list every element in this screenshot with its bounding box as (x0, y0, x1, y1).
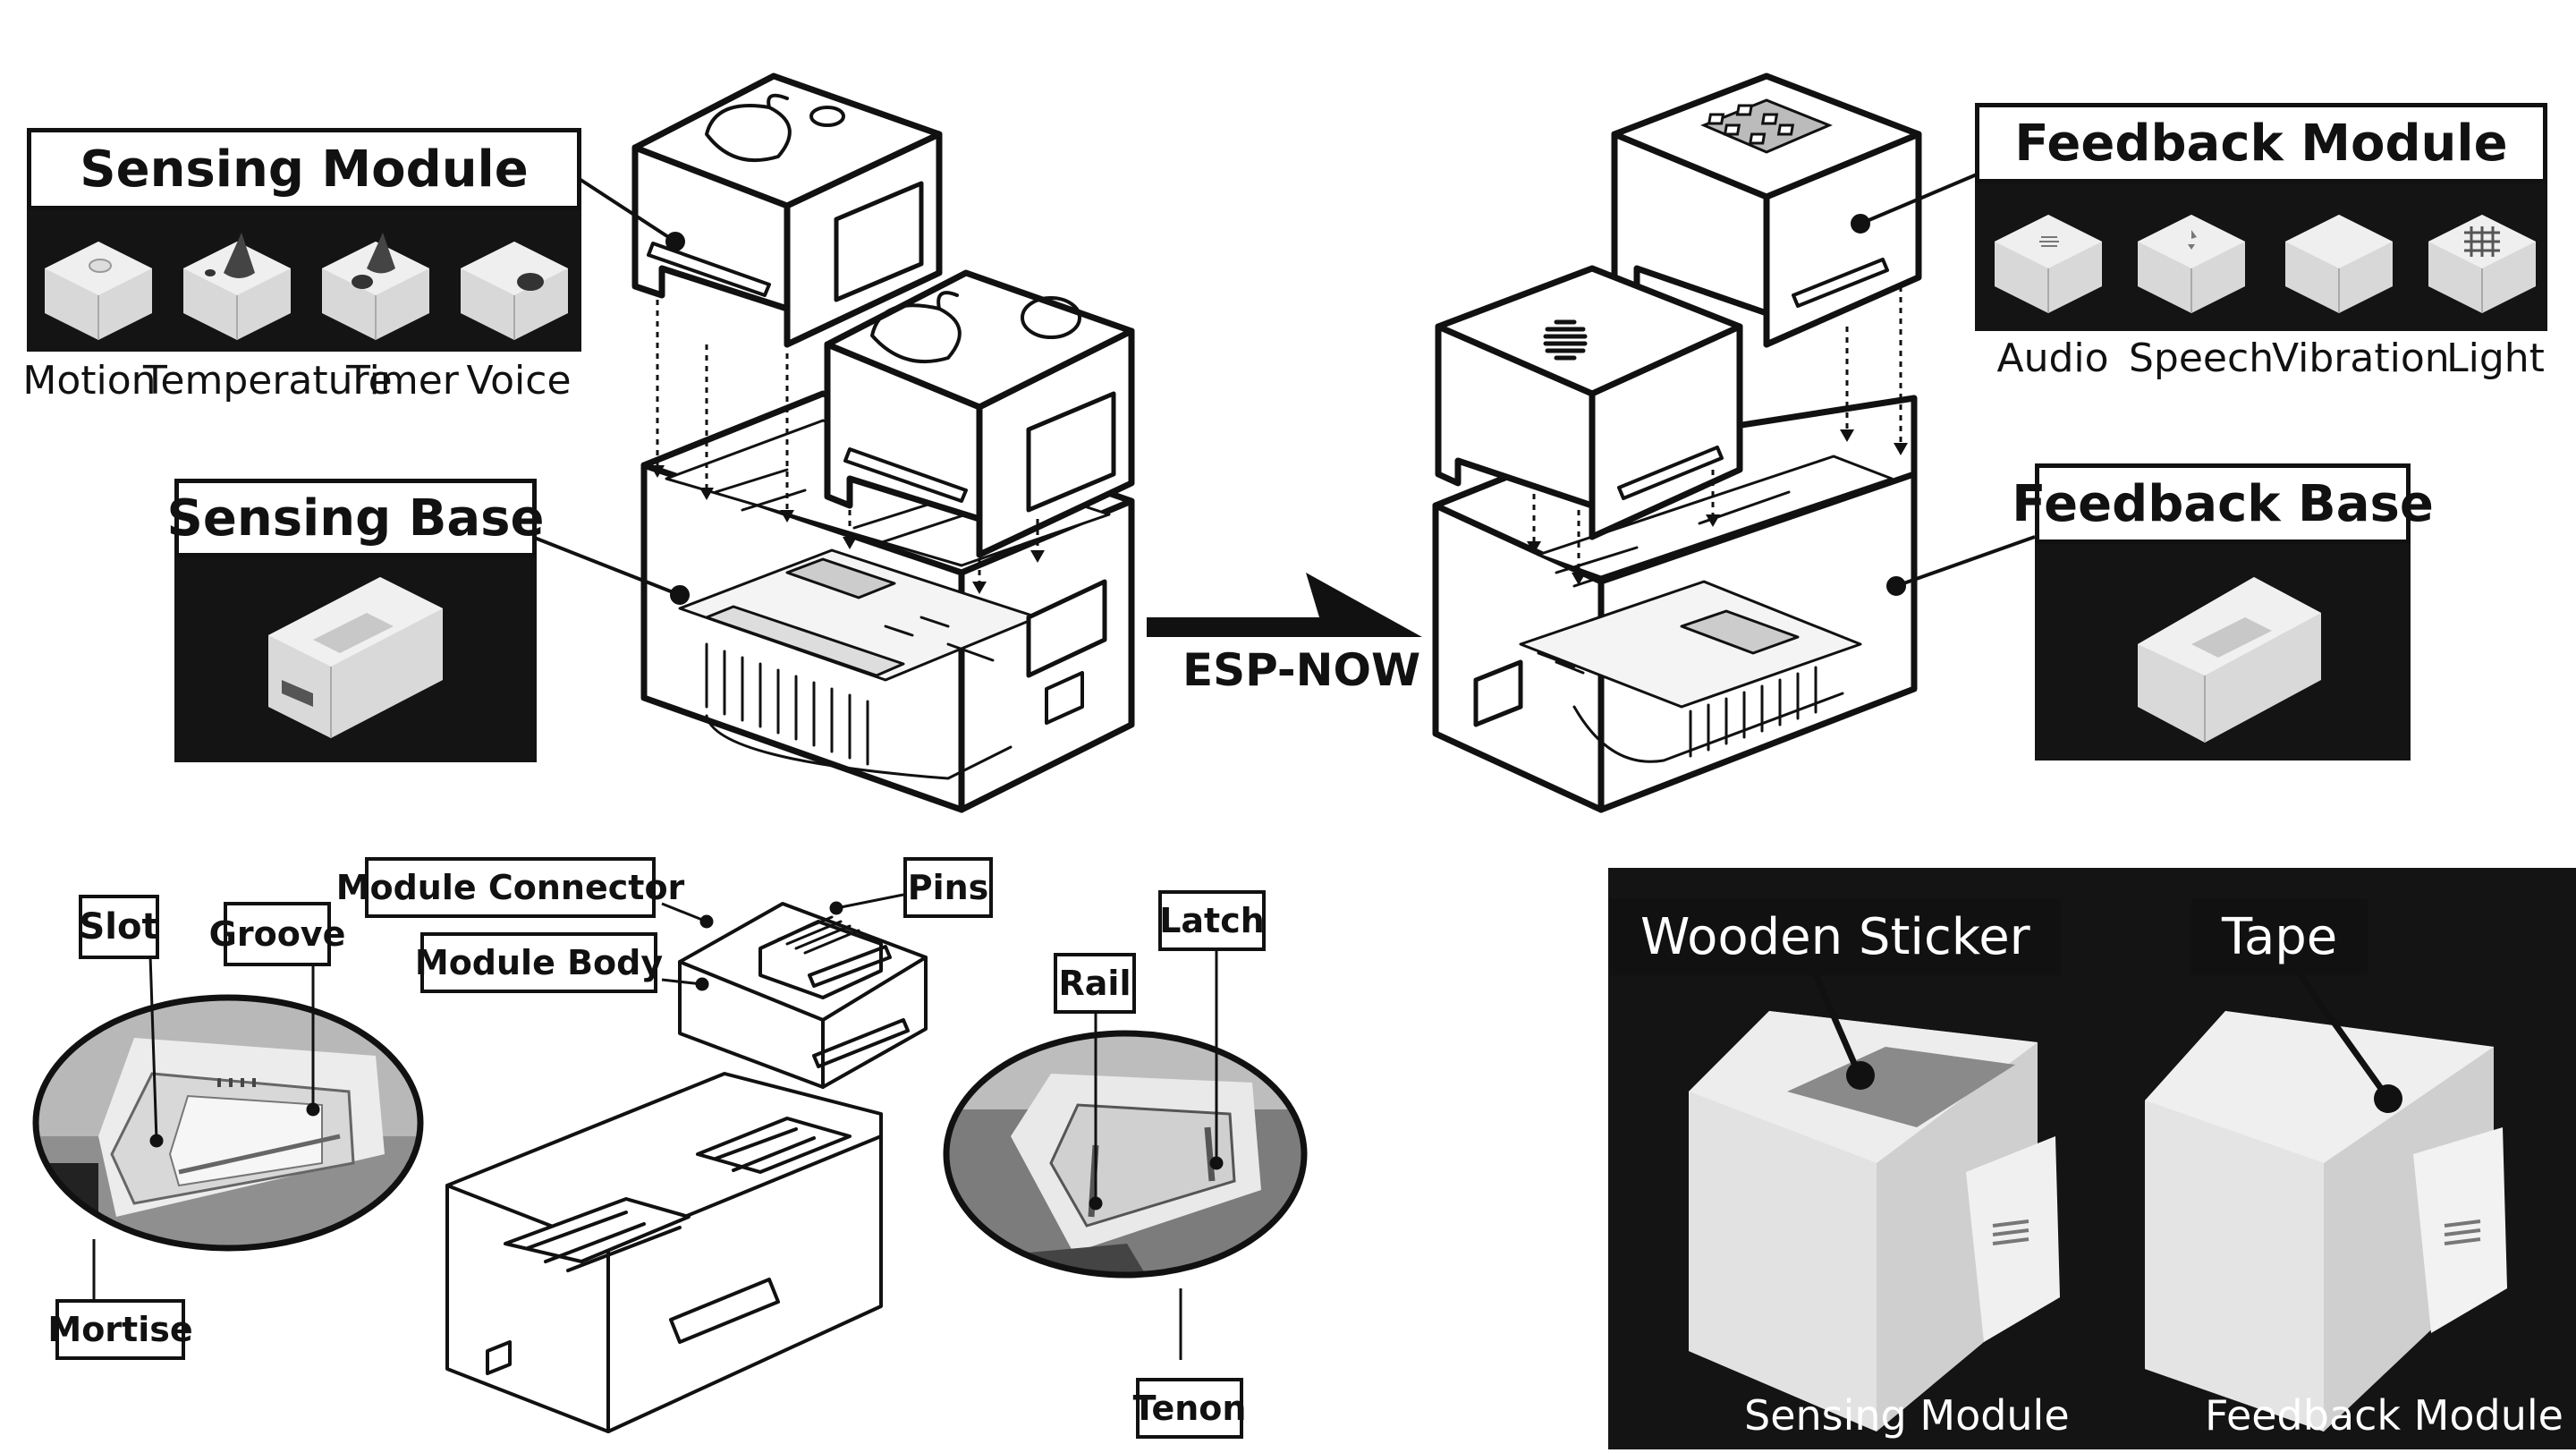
pins-label: Pins (903, 857, 993, 918)
feedback-module-block-back (1611, 72, 1922, 348)
groove-label: Groove (209, 902, 345, 966)
latch-label: Latch (1158, 890, 1266, 951)
timer-module-photo (313, 219, 438, 344)
esp-now-label: ESP-NOW (1182, 644, 1421, 696)
sensing-base-title: Sensing Base (167, 479, 544, 557)
feedback-module-photo-caption: Feedback Module (2205, 1391, 2563, 1440)
leader-lines-top (531, 173, 2036, 605)
feedback-module-block-front (1435, 265, 1743, 540)
motion-caption: Motion (22, 358, 157, 404)
vibration-module-photo (2276, 192, 2402, 318)
sensing-module-block-front (824, 269, 1135, 558)
tenon-detail (943, 1030, 1308, 1279)
sensing-insert-arrows (656, 300, 1039, 582)
tenon-label: Tenon (1133, 1378, 1246, 1439)
slot-label: Slot (79, 895, 159, 959)
long-base-drawing (445, 1072, 883, 1433)
temperature-module-photo (174, 219, 300, 344)
led-matrix-icon (1700, 98, 1833, 154)
connector-module-drawing (678, 902, 928, 1089)
speaker-grille-icon (1543, 319, 1588, 361)
feedback-base-title: Feedback Base (2012, 463, 2434, 544)
vibration-caption: Vibration (2272, 336, 2450, 381)
voice-caption: Voice (466, 358, 572, 404)
sensing-module-photo-caption: Sensing Module (1744, 1391, 2070, 1440)
esp-now-arrow (1147, 573, 1422, 637)
speech-module-photo (2129, 192, 2254, 318)
speech-caption: Speech (2129, 336, 2275, 381)
mortise-label: Mortise (47, 1299, 193, 1360)
sensing-base-photo (250, 555, 456, 760)
feedback-insert-arrowheads (1527, 429, 1908, 585)
timer-caption: Timer (346, 358, 459, 404)
feedback-base-photo (2129, 546, 2334, 751)
attachment-photo-illustration (1608, 868, 2576, 1453)
motion-module-photo (36, 219, 161, 344)
module-connector-label: Module Connector (336, 857, 684, 918)
feedback-module-title: Feedback Module (1975, 103, 2547, 183)
rail-label: Rail (1054, 953, 1136, 1014)
voice-module-photo (452, 219, 577, 344)
tape-label: Tape (2191, 899, 2368, 975)
sensing-insert-arrowheads (650, 465, 1045, 594)
module-body-label: Module Body (415, 932, 663, 993)
feedback-insert-arrows (1532, 286, 1902, 573)
audio-caption: Audio (1996, 336, 2109, 381)
light-caption: Light (2446, 336, 2545, 381)
mortise-detail (32, 994, 424, 1252)
temperature-caption: Temperature (143, 358, 393, 404)
wooden-sticker-label: Wooden Sticker (1610, 899, 2061, 975)
leader-lines-bottom (92, 893, 1224, 1360)
light-module-photo (2419, 192, 2545, 318)
sensing-module-block-back (631, 72, 943, 348)
sensing-module-title: Sensing Module (27, 128, 581, 210)
audio-module-photo (1986, 192, 2111, 318)
